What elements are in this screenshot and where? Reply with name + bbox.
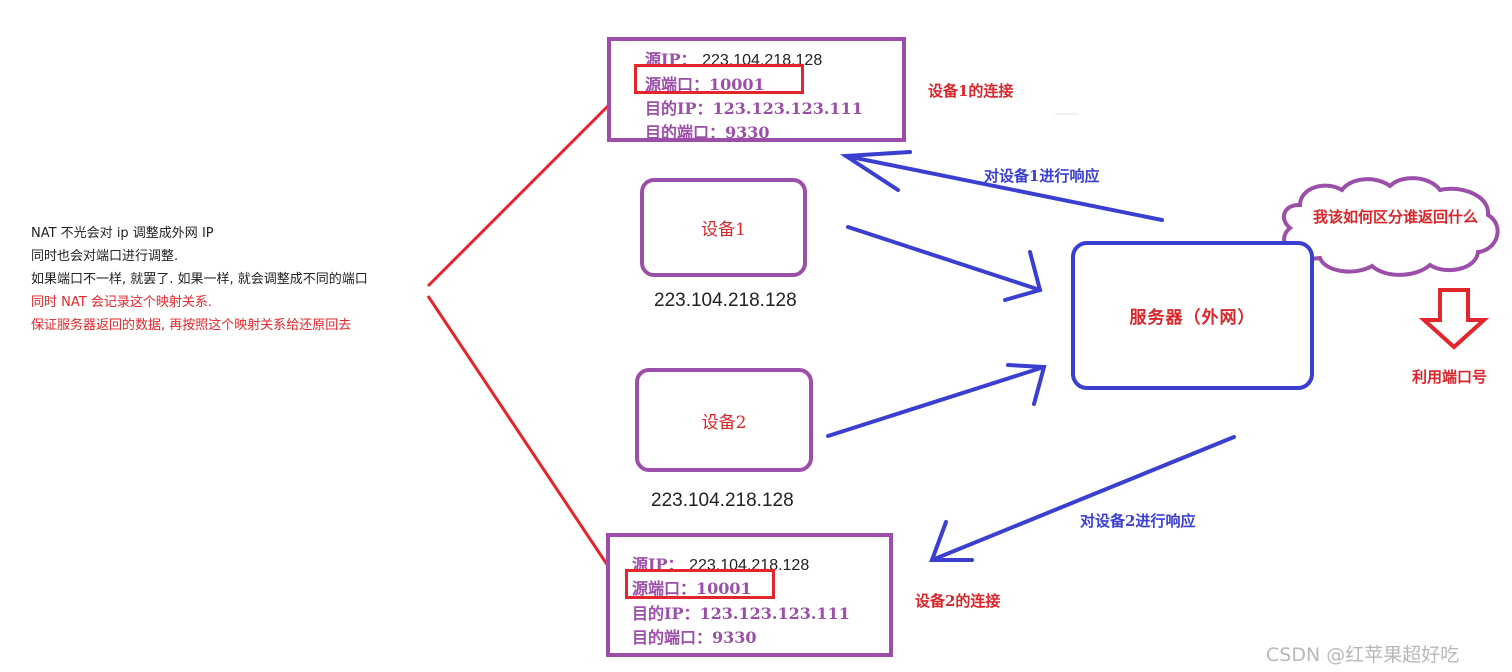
thought-text: 我该如何区分谁返回什么 [1313,208,1479,226]
red-line-to-conn1 [426,76,638,288]
device1-box: 设备1 [640,178,807,277]
device2-label: 设备2 [701,412,747,433]
note-line-5: 保证服务器返回的数据, 再按照这个映射关系给还原回去 [31,318,352,333]
watermark: CSDN @红苹果超好吃 [1266,644,1460,666]
connection1-caption: 设备1的连接 [928,82,1014,100]
arrow-response-to-conn1 [839,150,1164,222]
note-line-4: 同时 NAT 会记录这个映射关系. [31,295,212,310]
note-line-2: 同时也会对端口进行调整. [31,249,179,264]
response-to-device2: 对设备2进行响应 [1080,512,1196,530]
response-to-device1: 对设备1进行响应 [984,167,1100,185]
server-box: 服务器（外网） [1071,241,1314,390]
device1-label: 设备1 [701,220,746,240]
arrow-response-to-conn2 [929,435,1236,562]
connection2-box: 源IP： 223.104.218.128 源端口：10001 目的IP：123.… [606,533,893,657]
arrow-device2-to-server [826,363,1047,438]
device2-ip: 223.104.218.128 [651,490,794,511]
conn1-port-highlight [634,64,804,94]
conn1-dst-port: 目的端口：9330 [645,123,770,142]
conn2-src-port: 源端口：10001 [632,579,752,598]
red-line-to-conn2 [426,295,626,591]
conn1-dst-ip: 目的IP：123.123.123.111 [645,99,863,118]
answer-label: 利用端口号 [1412,368,1488,386]
device2-box: 设备2 [635,368,813,472]
device1-ip: 223.104.218.128 [654,290,797,311]
conn2-port-highlight [625,569,775,599]
nat-notes: NAT 不光会对 ip 调整成外网 IP 同时也会对端口进行调整. 如果端口不一… [31,222,368,337]
conn2-dst-port: 目的端口：9330 [632,628,757,647]
conn1-src-port: 源端口：10001 [645,75,765,94]
note-line-1: NAT 不光会对 ip 调整成外网 IP [31,226,214,241]
arrow-device1-to-server [846,225,1043,302]
down-arrow-icon [1418,288,1490,350]
note-line-3: 如果端口不一样, 就罢了. 如果一样, 就会调整成不同的端口 [31,272,368,287]
connection2-caption: 设备2的连接 [915,592,1001,610]
conn2-dst-ip: 目的IP：123.123.123.111 [632,604,850,623]
server-label: 服务器（外网） [1129,308,1256,328]
